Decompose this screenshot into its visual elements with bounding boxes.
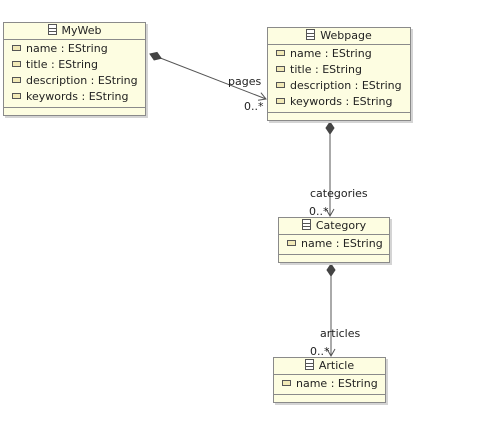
reference-name-categories: categories bbox=[310, 187, 368, 200]
eattribute-icon bbox=[12, 61, 21, 67]
class-header: Article bbox=[274, 358, 385, 375]
eattribute-icon bbox=[282, 380, 291, 386]
eattribute-icon bbox=[276, 82, 285, 88]
operations-compartment bbox=[268, 113, 410, 121]
eattribute-icon bbox=[287, 240, 296, 246]
attribute-row[interactable]: description : EString bbox=[268, 78, 410, 94]
attribute-row[interactable]: description : EString bbox=[4, 73, 145, 89]
arrowhead-icon bbox=[325, 208, 335, 218]
attribute-label: title : EString bbox=[290, 63, 362, 76]
attribute-label: name : EString bbox=[26, 42, 108, 55]
composition-diamond-icon bbox=[326, 263, 336, 277]
attribute-row[interactable]: keywords : EString bbox=[268, 94, 410, 110]
attribute-row[interactable]: name : EString bbox=[279, 236, 389, 252]
attribute-row[interactable]: keywords : EString bbox=[4, 89, 145, 105]
class-myweb[interactable]: MyWeb name : EString title : EString des… bbox=[3, 22, 146, 116]
arrowhead-icon bbox=[257, 92, 267, 101]
eattribute-icon bbox=[276, 98, 285, 104]
class-name: Webpage bbox=[320, 29, 372, 42]
attributes-compartment: name : EString bbox=[279, 235, 389, 255]
reference-multiplicity-categories: 0..* bbox=[309, 205, 329, 218]
attribute-label: keywords : EString bbox=[290, 95, 393, 108]
eclass-icon bbox=[47, 24, 57, 35]
class-header: Webpage bbox=[268, 28, 410, 45]
composition-diamond-icon bbox=[325, 121, 335, 135]
class-name: Category bbox=[315, 219, 367, 232]
attributes-compartment: name : EString title : EString descripti… bbox=[4, 40, 145, 108]
attribute-label: title : EString bbox=[26, 58, 98, 71]
eattribute-icon bbox=[276, 66, 285, 72]
class-name: MyWeb bbox=[61, 24, 102, 37]
attribute-row[interactable]: title : EString bbox=[268, 62, 410, 78]
attribute-label: name : EString bbox=[290, 47, 372, 60]
operations-compartment bbox=[274, 395, 385, 403]
attributes-compartment: name : EString bbox=[274, 375, 385, 395]
eclass-icon bbox=[304, 359, 314, 370]
operations-compartment bbox=[4, 108, 145, 116]
eattribute-icon bbox=[12, 45, 21, 51]
reference-line-pages bbox=[149, 53, 267, 100]
eattribute-icon bbox=[12, 93, 21, 99]
operations-compartment bbox=[279, 255, 389, 263]
class-category[interactable]: Category name : EString bbox=[278, 217, 390, 263]
attribute-label: description : EString bbox=[26, 74, 138, 87]
attributes-compartment: name : EString title : EString descripti… bbox=[268, 45, 410, 113]
eclass-icon bbox=[301, 219, 311, 230]
class-header: Category bbox=[279, 218, 389, 235]
attribute-label: description : EString bbox=[290, 79, 402, 92]
attribute-row[interactable]: name : EString bbox=[4, 41, 145, 57]
composition-diamond-icon bbox=[149, 51, 163, 61]
attribute-row[interactable]: name : EString bbox=[268, 46, 410, 62]
class-header: MyWeb bbox=[4, 23, 145, 40]
attribute-row[interactable]: name : EString bbox=[274, 376, 385, 392]
attribute-label: name : EString bbox=[296, 377, 378, 390]
reference-name-pages: pages bbox=[228, 75, 262, 88]
reference-multiplicity-articles: 0..* bbox=[310, 345, 330, 358]
eattribute-icon bbox=[12, 77, 21, 83]
attribute-label: keywords : EString bbox=[26, 90, 129, 103]
class-article[interactable]: Article name : EString bbox=[273, 357, 386, 403]
eattribute-icon bbox=[276, 50, 285, 56]
class-webpage[interactable]: Webpage name : EString title : EString d… bbox=[267, 27, 411, 121]
attribute-row[interactable]: title : EString bbox=[4, 57, 145, 73]
reference-multiplicity-pages: 0..* bbox=[244, 100, 264, 113]
class-name: Article bbox=[318, 359, 355, 372]
eclass-icon bbox=[306, 29, 316, 40]
arrowhead-icon bbox=[326, 348, 336, 358]
attribute-label: name : EString bbox=[301, 237, 383, 250]
reference-name-articles: articles bbox=[320, 327, 361, 340]
